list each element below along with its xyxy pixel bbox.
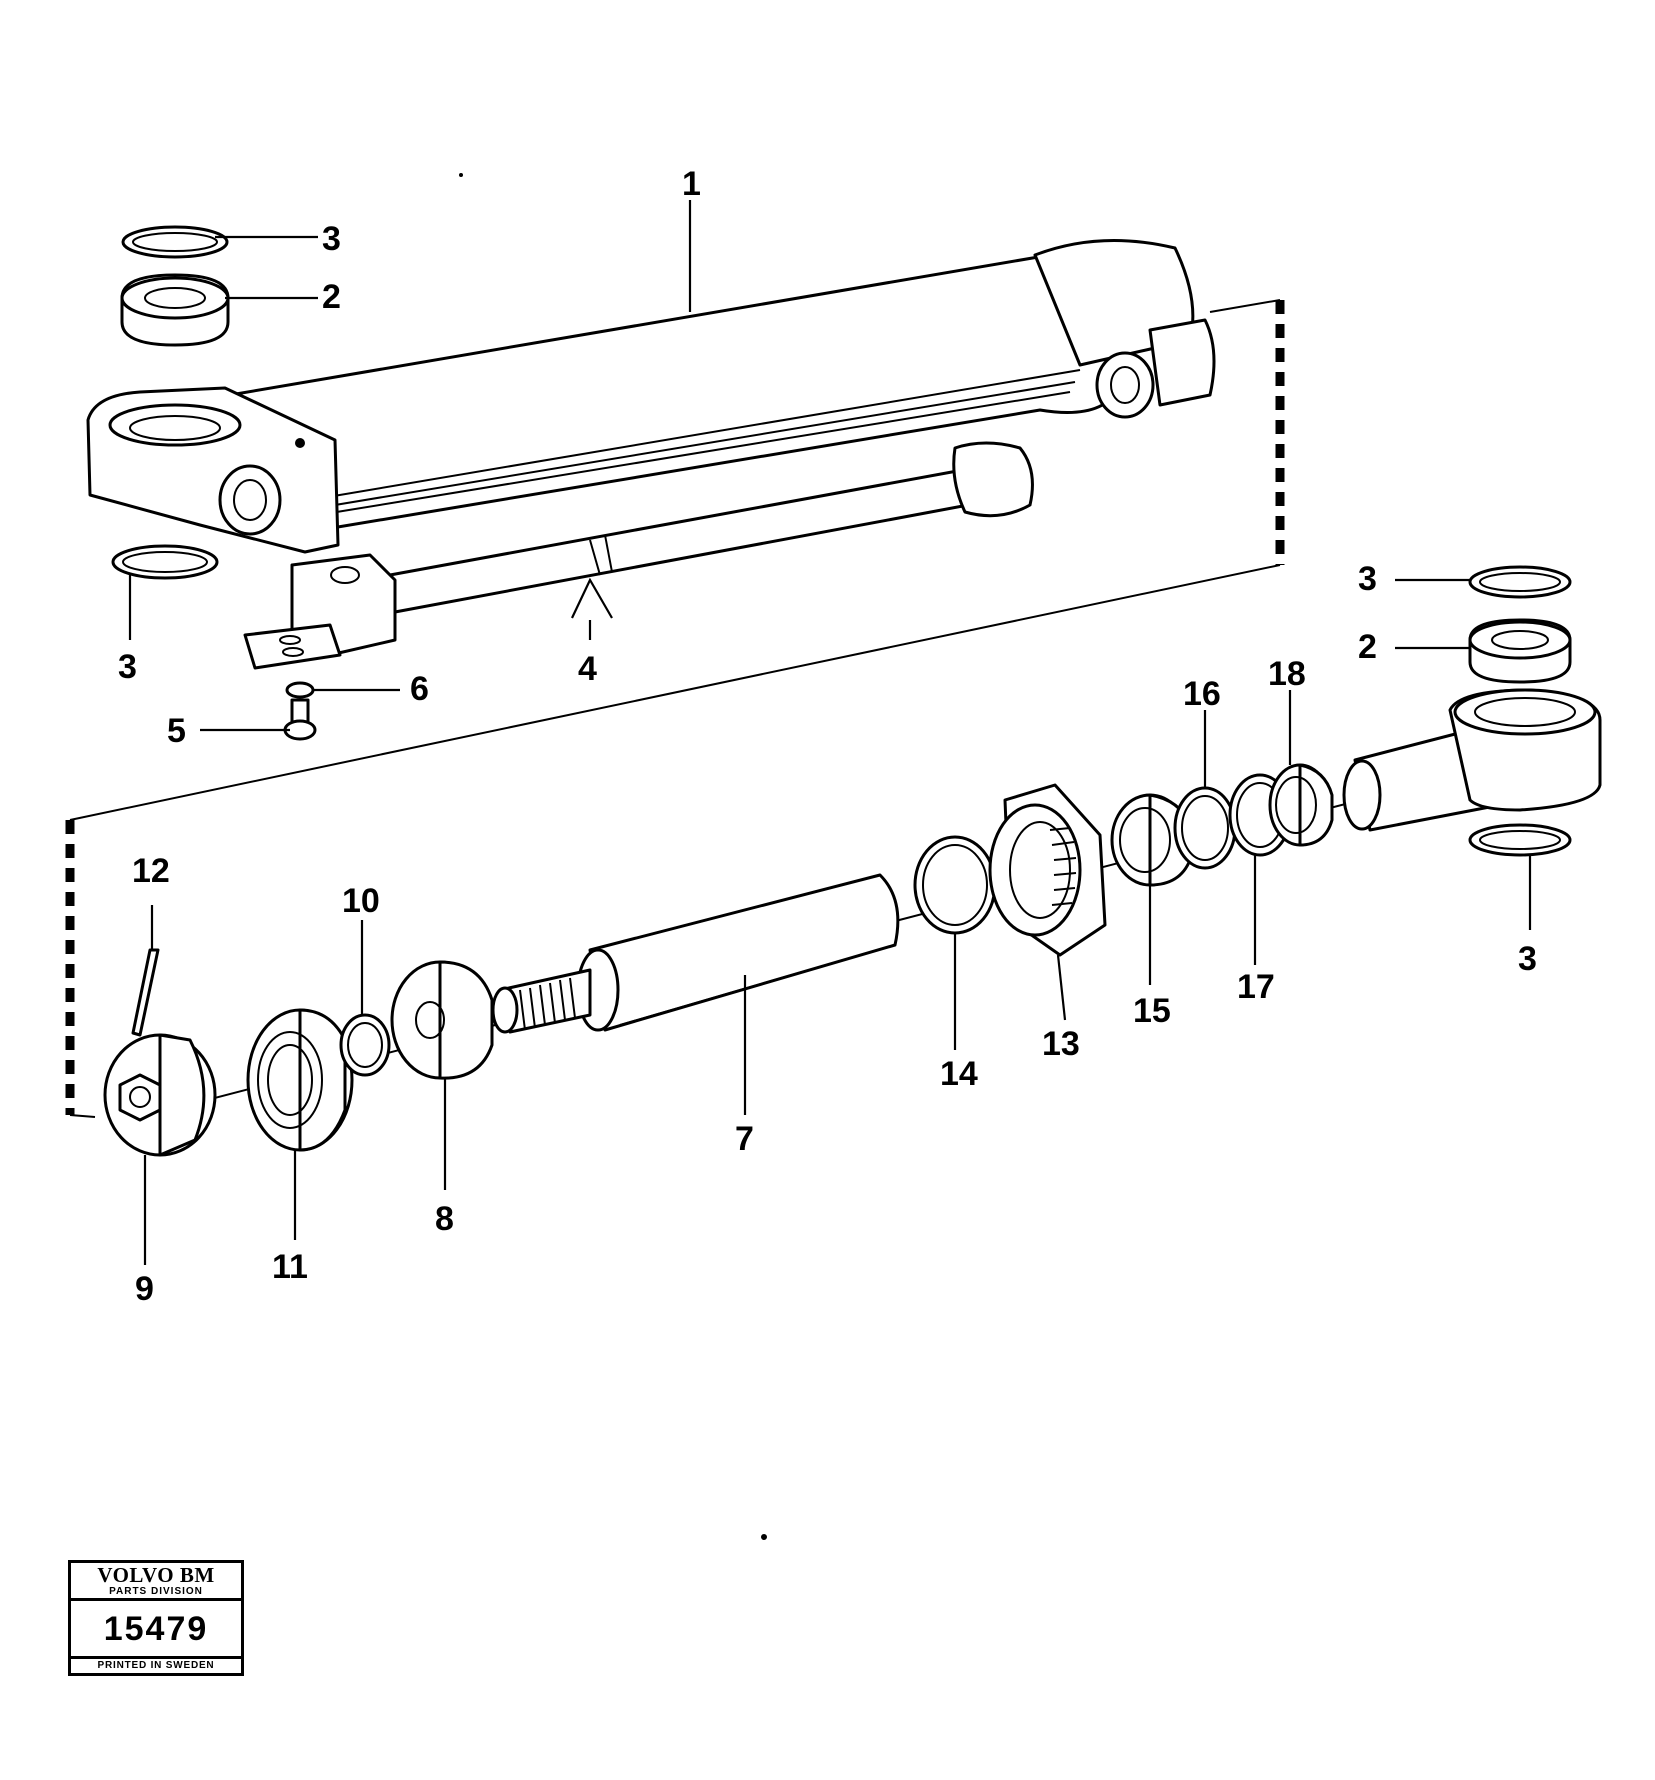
callout-3-top-left: 3 — [322, 220, 341, 258]
spherical-bearing-right — [1468, 618, 1572, 684]
end-cap — [103, 1033, 217, 1157]
callout-15: 15 — [1133, 992, 1171, 1030]
seal-housing — [246, 1008, 354, 1152]
rod-end-eye — [1342, 688, 1602, 832]
guide-sleeve — [390, 960, 494, 1080]
stray-mark — [459, 173, 463, 177]
callout-11: 11 — [272, 1248, 308, 1286]
spherical-bearing-top-left — [120, 273, 230, 347]
o-ring — [339, 1013, 391, 1077]
callout-16: 16 — [1183, 675, 1221, 713]
washer — [285, 681, 315, 699]
stray-mark — [761, 1534, 767, 1540]
callout-10: 10 — [342, 882, 380, 920]
callout-17: 17 — [1237, 968, 1275, 1006]
stamp-brand: VOLVO BM — [97, 1563, 215, 1587]
stamp-printed: PRINTED IN SWEDEN — [71, 1656, 241, 1673]
callout-14: 14 — [940, 1055, 978, 1093]
callout-3-right-bottom: 3 — [1518, 940, 1537, 978]
callout-12: 12 — [132, 852, 170, 890]
callout-6: 6 — [410, 670, 429, 708]
snap-ring-left — [111, 544, 219, 580]
leader-lines — [128, 200, 1532, 1265]
callout-9: 9 — [135, 1270, 154, 1308]
snap-ring-right-bottom — [1468, 823, 1572, 857]
piston-rod — [491, 873, 900, 1034]
callout-8: 8 — [435, 1200, 454, 1238]
snap-ring-top-left — [121, 225, 229, 259]
callout-7: 7 — [735, 1120, 754, 1158]
callout-2-right: 2 — [1358, 628, 1377, 666]
callout-5: 5 — [167, 712, 186, 750]
hydraulic-pipe — [243, 441, 1034, 670]
callout-3-right-top: 3 — [1358, 560, 1377, 598]
snap-ring-right-top — [1468, 565, 1572, 599]
stamp-number: 15479 — [103, 1610, 209, 1648]
stamp-division: PARTS DIVISION — [71, 1586, 241, 1601]
screw — [283, 698, 317, 741]
callout-18: 18 — [1268, 655, 1306, 693]
locking-pin — [131, 948, 160, 1037]
piston — [988, 783, 1107, 957]
cylinder-tube — [86, 239, 1216, 554]
rod-seal — [1268, 763, 1334, 847]
volvo-bm-parts-stamp: VOLVO BM PARTS DIVISION 15479 PRINTED IN… — [68, 1560, 244, 1676]
callout-13: 13 — [1042, 1025, 1080, 1063]
callout-2-top-left: 2 — [322, 278, 341, 316]
assembly-boundary-dashed — [65, 300, 1285, 1115]
piston-ring — [913, 835, 997, 935]
assembly-boundary-line — [69, 299, 1281, 1118]
callout-1: 1 — [682, 165, 701, 203]
wear-ring — [1173, 786, 1237, 870]
callout-4: 4 — [578, 650, 597, 688]
callout-3-left: 3 — [118, 648, 137, 686]
